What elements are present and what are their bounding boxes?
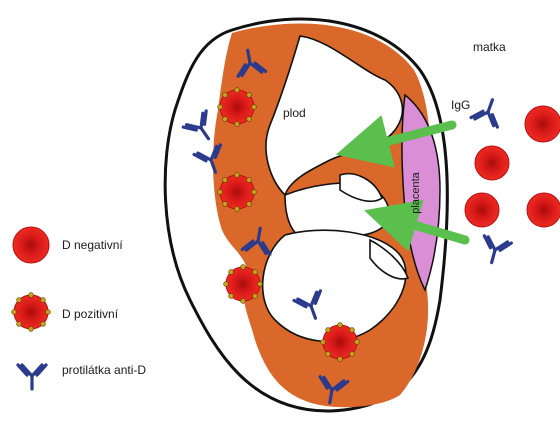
label-placenta: placenta — [410, 171, 422, 213]
maternal-antibodies — [471, 95, 511, 266]
maternal-cell — [475, 146, 509, 180]
legend-item-d-negative: D negativní — [13, 227, 123, 263]
legend-d-positive-cell-icon — [12, 293, 51, 332]
legend-d-negative-cell-icon — [13, 227, 49, 263]
legend: D negativní D pozitivní protilátka anti-… — [12, 227, 147, 389]
label-igg: IgG — [451, 98, 470, 112]
maternal-cells — [465, 106, 560, 227]
maternal-cell — [525, 106, 560, 142]
legend-d-positive-label: D pozitivní — [62, 307, 119, 321]
legend-antibody-icon — [18, 365, 46, 389]
antibody-icon — [471, 95, 506, 127]
legend-item-d-positive: D pozitivní — [12, 293, 119, 332]
fetal-cell — [321, 323, 360, 362]
fetal-cell — [224, 265, 263, 304]
maternal-cell — [465, 193, 499, 227]
label-matka: matka — [473, 40, 506, 54]
fetal-cell — [218, 173, 257, 212]
legend-d-negative-label: D negativní — [62, 238, 123, 252]
label-plod: plod — [283, 106, 306, 120]
fetal-cell — [218, 88, 257, 127]
maternal-cell — [527, 193, 560, 227]
antibody-icon — [478, 236, 511, 266]
legend-antibody-label: protilátka anti-D — [62, 363, 146, 377]
legend-item-antibody: protilátka anti-D — [18, 363, 146, 389]
